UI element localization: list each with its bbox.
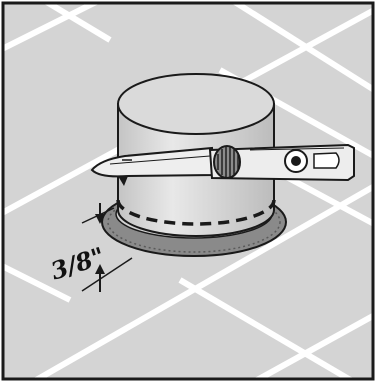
- installation-diagram: 3/8": [0, 0, 376, 382]
- diagram-svg: 3/8": [0, 0, 376, 382]
